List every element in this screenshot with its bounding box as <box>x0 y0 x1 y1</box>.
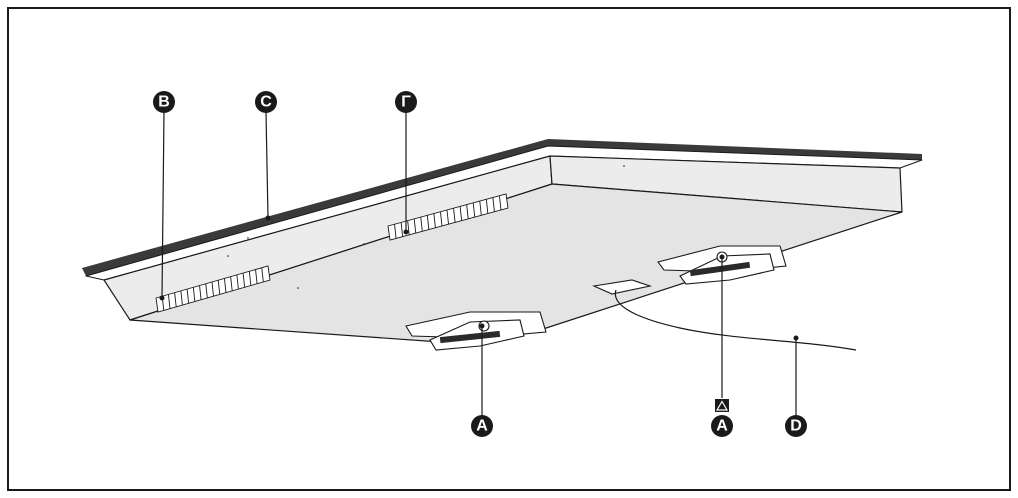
vent-slat <box>186 289 190 304</box>
leader-dot <box>403 229 409 235</box>
callout-g: Γ <box>395 91 417 113</box>
vent-slat <box>248 271 252 286</box>
vent-slat <box>205 283 208 298</box>
vent-slat <box>479 201 482 216</box>
air-vent-left <box>155 265 271 313</box>
vent-slat <box>433 213 436 228</box>
leader-c <box>265 111 269 219</box>
vent-slat <box>472 202 476 217</box>
warning-triangle-icon <box>715 400 729 411</box>
callout-a-left: A <box>471 415 493 437</box>
callout-d: D <box>785 415 807 437</box>
callout-a-left-label: A <box>476 418 488 435</box>
vent-slat <box>223 278 227 293</box>
vent-slat <box>446 209 449 225</box>
vent-slat <box>498 195 502 210</box>
vent-slat <box>230 276 233 291</box>
vent-slat <box>400 222 404 237</box>
leader-dot <box>265 215 271 221</box>
air-vent-middle <box>387 193 509 241</box>
callout-a-right: A <box>711 399 733 437</box>
surface-dot <box>247 237 249 239</box>
surface-dot <box>623 165 625 167</box>
vent-slat <box>466 204 469 219</box>
vent-slat <box>426 215 430 230</box>
vent-slat <box>394 224 397 239</box>
vent-slat <box>407 220 410 235</box>
callout-b: B <box>153 91 175 113</box>
vent-slat <box>236 274 239 289</box>
vent-slat <box>192 287 196 302</box>
cable-gland <box>592 279 653 295</box>
vent-slat <box>174 292 177 307</box>
leader-b <box>161 111 165 299</box>
cooling-fan-left <box>405 311 547 351</box>
vent-slat <box>261 267 264 282</box>
leader-dot <box>719 254 725 260</box>
power-cable <box>614 289 857 351</box>
vent-slat <box>439 211 443 226</box>
callout-c-label: C <box>260 94 272 111</box>
leader-dot <box>793 335 799 341</box>
vent-slat <box>211 281 214 297</box>
surface-dot <box>227 255 229 257</box>
vent-slat <box>242 273 246 288</box>
vent-slat <box>255 269 258 284</box>
glass-plate-edge <box>82 139 922 276</box>
vent-slat <box>485 199 489 214</box>
leader-dot <box>479 323 485 329</box>
callout-c: C <box>255 91 277 113</box>
vent-slat <box>180 290 183 305</box>
vent-slat <box>420 217 423 232</box>
callout-g-label: Γ <box>401 94 411 111</box>
surface-dot <box>363 243 365 245</box>
callout-a-right-label: A <box>716 418 728 435</box>
callout-b-label: B <box>158 94 170 111</box>
vent-slat <box>459 206 463 221</box>
vent-slat <box>167 294 171 309</box>
vent-slat <box>453 208 456 223</box>
vent-slat <box>413 218 417 233</box>
surface-dot <box>297 287 299 289</box>
vent-slat <box>492 197 495 212</box>
vent-slat <box>217 280 221 295</box>
leader-dot <box>159 295 165 301</box>
callout-d-label: D <box>790 418 802 435</box>
vent-slat <box>199 285 202 300</box>
